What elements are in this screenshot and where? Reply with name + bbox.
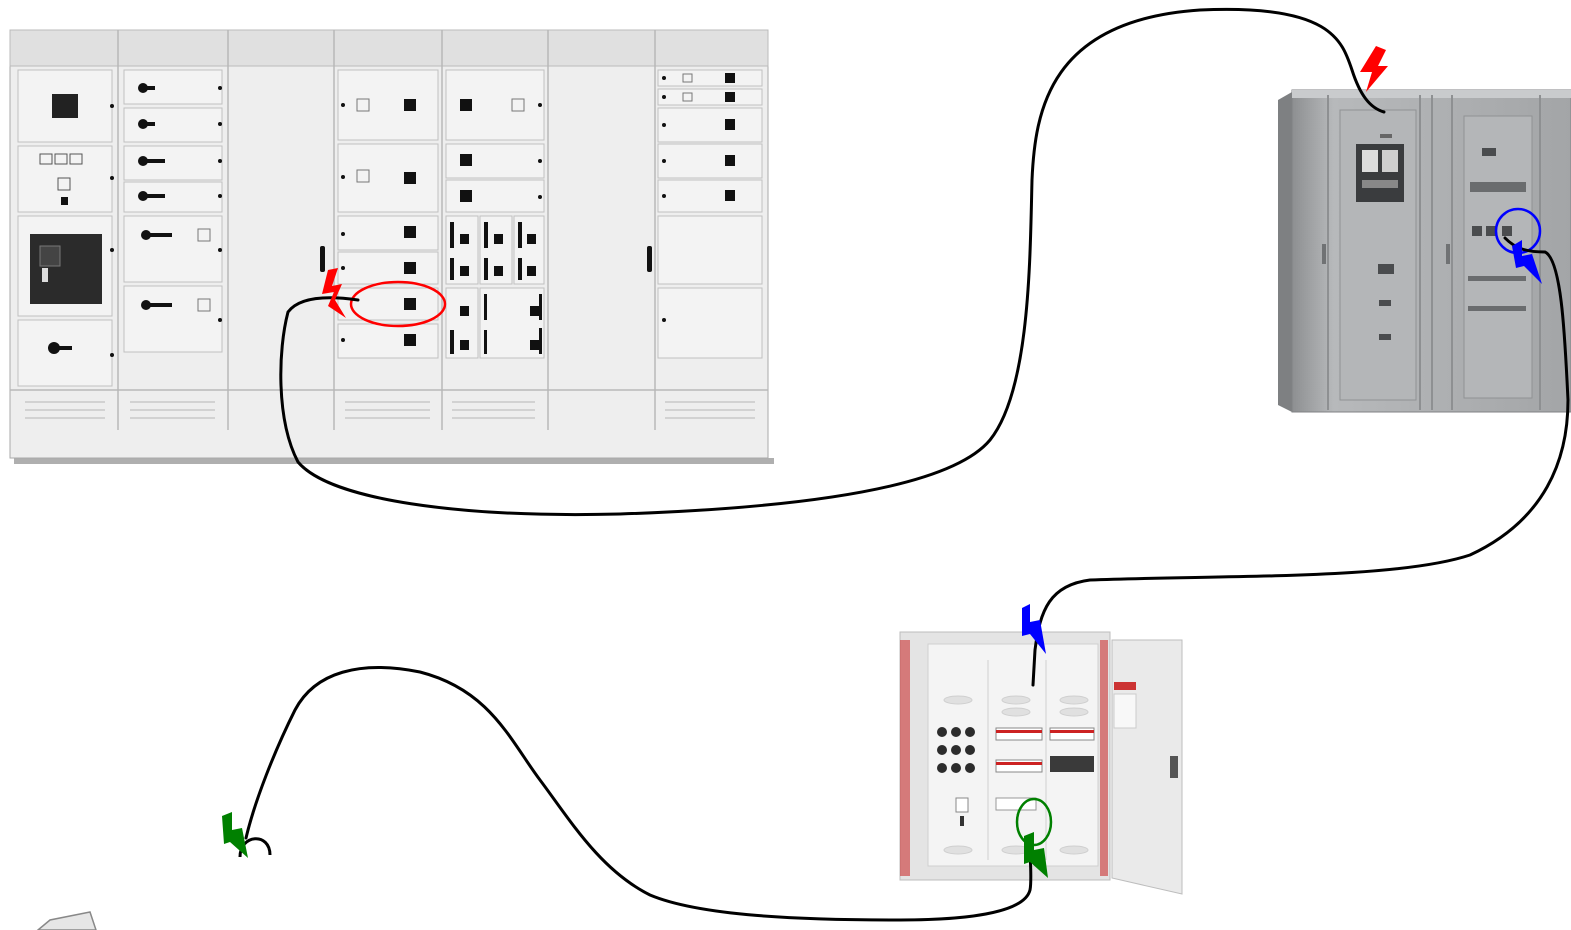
final-distribution-board — [899, 631, 1183, 895]
feeder-column-2 — [337, 69, 439, 359]
fault-highlight-main — [349, 280, 447, 328]
door-handle — [647, 246, 652, 272]
sub-distribution-board — [1278, 89, 1571, 413]
lightning-bolt-icon — [1024, 832, 1048, 878]
incomer-column — [17, 69, 114, 387]
feeder-column-4 — [657, 69, 763, 359]
lightning-bolt-icon — [1022, 604, 1046, 654]
cable-sub-to-final — [1031, 236, 1570, 687]
cables — [244, 7, 1570, 922]
door-handle — [320, 246, 325, 272]
feeder-column-1 — [123, 69, 223, 353]
lightning-bolt-icon — [322, 268, 346, 318]
lightning-bolt-icon — [1512, 240, 1542, 284]
cable-final-to-outlet — [244, 666, 1033, 922]
main-switchboard — [9, 29, 774, 464]
partial-device — [36, 911, 97, 930]
cable-main-to-sub — [279, 7, 1386, 517]
lightning-bolt-icon — [222, 812, 248, 858]
lightning-bolt-icon — [1360, 46, 1388, 92]
feeder-column-3 — [445, 69, 545, 359]
